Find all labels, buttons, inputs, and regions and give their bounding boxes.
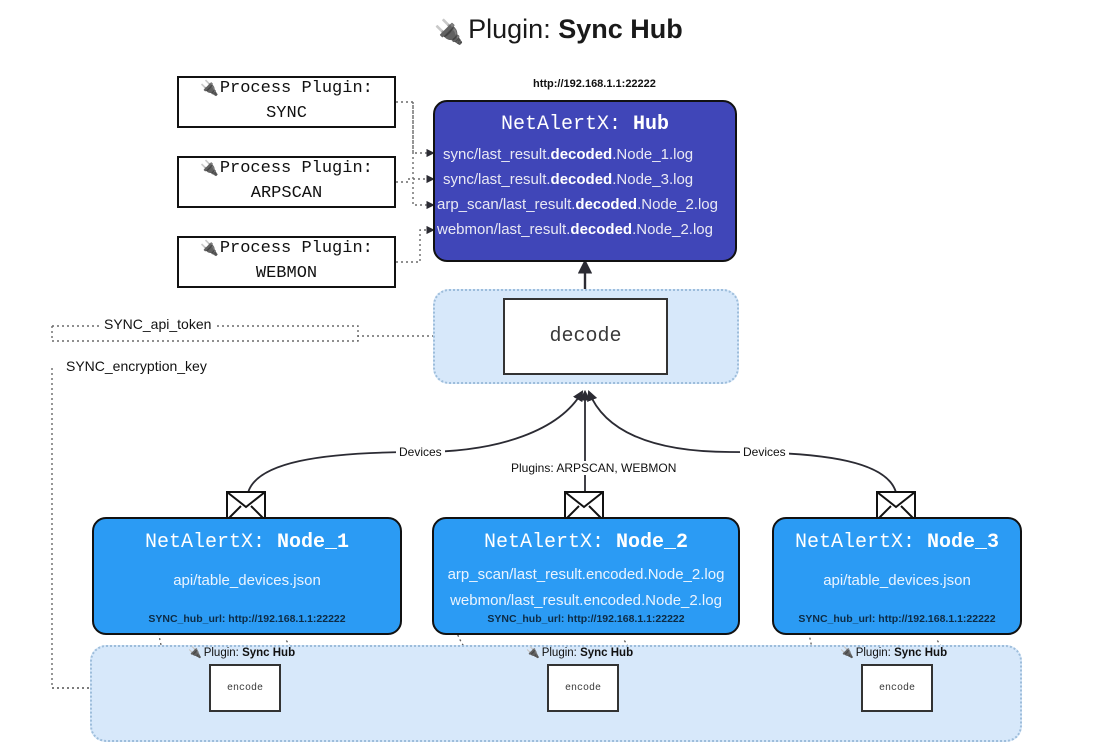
process-plugin-line2: SYNC — [266, 104, 307, 123]
encode-box-node-3[interactable]: encode — [861, 664, 933, 712]
node-footer: SYNC_hub_url: http://192.168.1.1:22222 — [487, 613, 685, 625]
plug-icon: 🔌 — [200, 239, 219, 258]
plugin-tag-node-3: 🔌Plugin: Sync Hub — [840, 646, 948, 659]
decode-box[interactable]: decode — [503, 298, 668, 375]
hub-row: sync/last_result.decoded.Node_1.log — [443, 146, 694, 163]
node-line: arp_scan/last_result.encoded.Node_2.log — [447, 566, 725, 583]
node-footer: SYNC_hub_url: http://192.168.1.1:22222 — [148, 613, 346, 625]
plugin-tag-node-2: 🔌Plugin: Sync Hub — [526, 646, 634, 659]
plug-icon: 🔌 — [840, 646, 854, 659]
process-plugin-line1: 🔌Process Plugin: — [200, 239, 373, 259]
hub-row-list: sync/last_result.decoded.Node_1.log sync… — [435, 143, 735, 243]
envelope-icon — [876, 491, 916, 521]
node-box-node-3[interactable]: NetAlertX: Node_3 api/table_devices.json… — [772, 517, 1022, 635]
node-header: NetAlertX: Node_1 — [144, 531, 350, 554]
hub-node[interactable]: NetAlertX: Hub sync/last_result.decoded.… — [433, 100, 737, 262]
page-title-strong: Sync Hub — [558, 14, 683, 44]
node-box-node-1[interactable]: NetAlertX: Node_1 api/table_devices.json… — [92, 517, 402, 635]
edge-label-plugins-middle: Plugins: ARPSCAN, WEBMON — [508, 461, 680, 475]
node-header: NetAlertX: Node_2 — [483, 531, 689, 554]
hub-row: webmon/last_result.decoded.Node_2.log — [437, 220, 713, 238]
process-plugin-box-arpscan[interactable]: 🔌Process Plugin: ARPSCAN — [177, 156, 396, 208]
plugin-tag-node-1: 🔌Plugin: Sync Hub — [188, 646, 296, 659]
hub-url-label: http://192.168.1.1:22222 — [533, 78, 656, 90]
encode-box-node-2[interactable]: encode — [547, 664, 619, 712]
plug-icon: 🔌 — [200, 159, 219, 178]
plug-icon: 🔌 — [434, 19, 465, 46]
process-plugin-line2: ARPSCAN — [250, 184, 323, 203]
hub-row: arp_scan/last_result.decoded.Node_2.log — [437, 195, 718, 213]
process-plugin-box-sync[interactable]: 🔌Process Plugin: SYNC — [177, 76, 396, 128]
node-footer: SYNC_hub_url: http://192.168.1.1:22222 — [798, 613, 996, 625]
node-line: api/table_devices.json — [173, 572, 321, 589]
node-line-list: arp_scan/last_result.encoded.Node_2.log … — [434, 562, 738, 615]
encode-box-node-1[interactable]: encode — [209, 664, 281, 712]
page-title: 🔌Plugin: Sync Hub — [0, 14, 1117, 47]
plug-icon: 🔌 — [526, 646, 540, 659]
node-header: NetAlertX: Node_3 — [794, 531, 1000, 554]
node-line: webmon/last_result.encoded.Node_2.log — [450, 592, 722, 610]
node-line-list: api/table_devices.json — [774, 568, 1020, 594]
node-box-node-2[interactable]: NetAlertX: Node_2 arp_scan/last_result.e… — [432, 517, 740, 635]
plug-icon: 🔌 — [188, 646, 202, 659]
process-plugin-line1: 🔌Process Plugin: — [200, 79, 373, 99]
process-plugin-box-webmon[interactable]: 🔌Process Plugin: WEBMON — [177, 236, 396, 288]
env-var-encryption-key: SYNC_encryption_key — [62, 358, 211, 374]
hub-header: NetAlertX: Hub — [500, 113, 670, 136]
edge-label-devices-left: Devices — [396, 445, 445, 459]
env-var-api-token: SYNC_api_token — [100, 316, 216, 332]
node-line-list: api/table_devices.json — [94, 568, 400, 594]
hub-row: sync/last_result.decoded.Node_3.log — [443, 170, 694, 188]
page-title-lead: Plugin: — [468, 14, 559, 44]
envelope-icon — [564, 491, 604, 521]
node-line: api/table_devices.json — [823, 572, 971, 589]
plug-icon: 🔌 — [200, 79, 219, 98]
process-plugin-line1: 🔌Process Plugin: — [200, 159, 373, 179]
process-plugin-line2: WEBMON — [255, 264, 318, 283]
edge-label-devices-right: Devices — [740, 445, 789, 459]
